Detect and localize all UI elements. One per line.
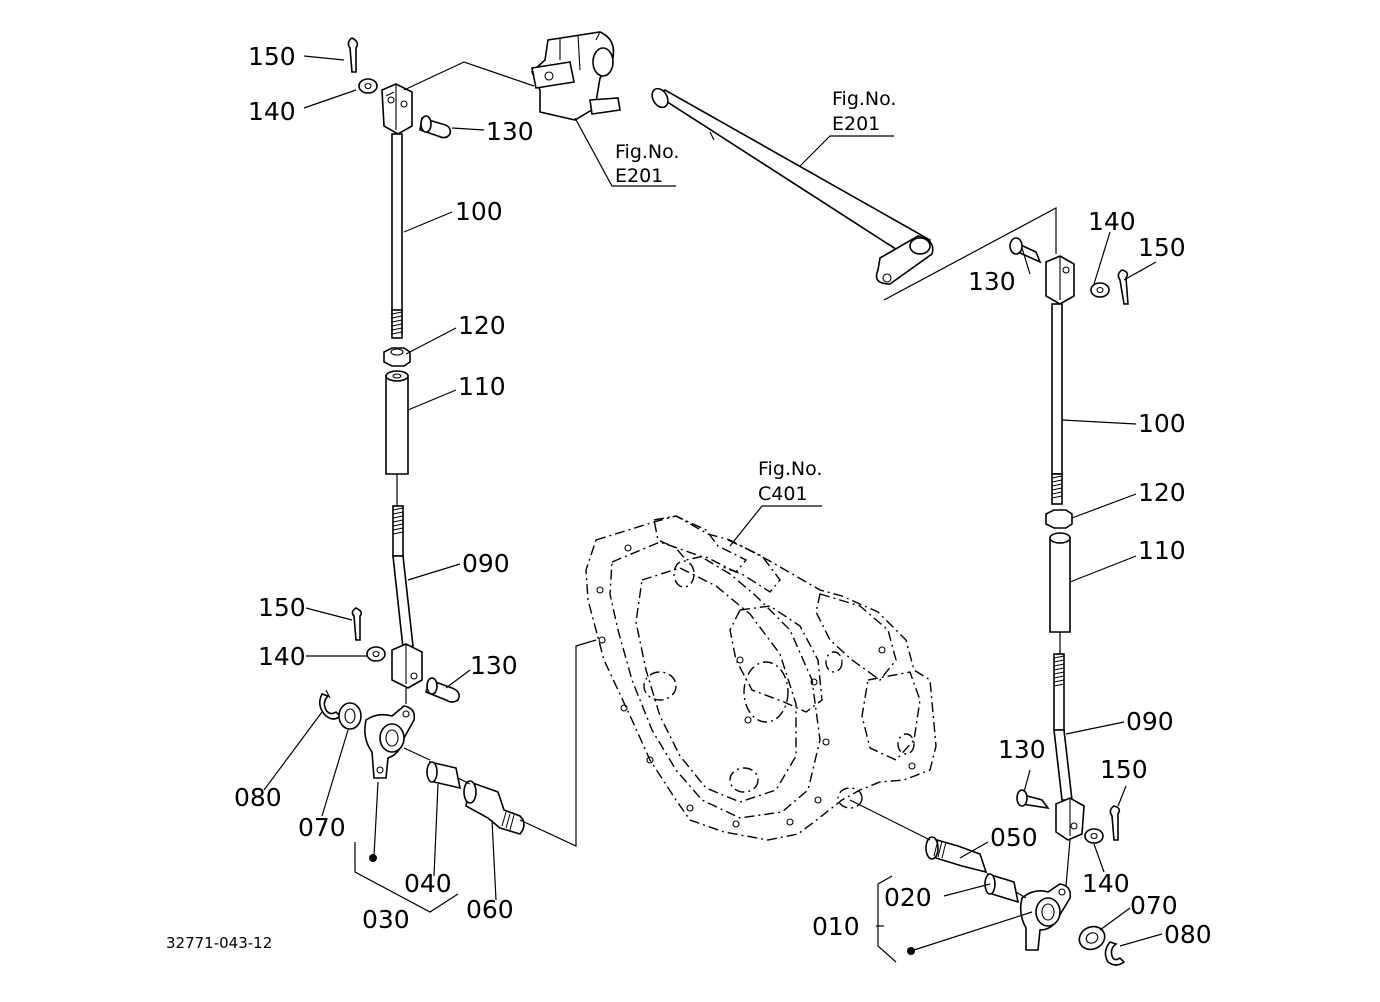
fig-ref-number-shaft: E201 xyxy=(832,113,880,135)
callout-090: 090 xyxy=(462,549,510,578)
callout-080: 080 xyxy=(1164,920,1212,949)
callout-080: 080 xyxy=(234,783,282,812)
left-callouts: 150 140 130 100 120 110 090 150 140 130 … xyxy=(234,42,534,934)
callout-140: 140 xyxy=(248,97,296,126)
fig-ref-number-housing: C401 xyxy=(758,483,808,505)
callout-130: 130 xyxy=(486,117,534,146)
callout-040: 040 xyxy=(404,869,452,898)
callout-100: 100 xyxy=(455,197,503,226)
callout-010: 010 xyxy=(812,912,860,941)
right-linkage-drawing xyxy=(907,237,1129,966)
callout-110: 110 xyxy=(458,372,506,401)
left-linkage-drawing xyxy=(318,37,525,862)
callout-150: 150 xyxy=(258,593,306,622)
callout-070: 070 xyxy=(298,813,346,842)
fig-ref-number-bracket: E201 xyxy=(615,165,663,187)
clutch-housing-drawing xyxy=(585,515,937,841)
callout-150: 150 xyxy=(248,42,296,71)
callout-120: 120 xyxy=(1138,478,1186,507)
left-rod-thread xyxy=(390,309,404,339)
callout-090: 090 xyxy=(1126,707,1174,736)
callout-060: 060 xyxy=(466,895,514,924)
callout-050: 050 xyxy=(990,823,1038,852)
callout-110: 110 xyxy=(1138,536,1186,565)
leader-lines xyxy=(263,55,1163,963)
callout-120: 120 xyxy=(458,311,506,340)
callout-020: 020 xyxy=(884,883,932,912)
callout-030: 030 xyxy=(362,905,410,934)
cross-shaft-drawing xyxy=(651,87,934,285)
callout-130: 130 xyxy=(470,651,518,680)
callout-140: 140 xyxy=(258,642,306,671)
assembly-dot-left xyxy=(369,854,377,862)
document-id: 32771-043-12 xyxy=(166,934,272,952)
callout-070: 070 xyxy=(1130,891,1178,920)
fig-ref-label-housing: Fig.No. xyxy=(758,458,822,480)
right-callouts: 140 150 130 100 120 110 090 130 150 050 … xyxy=(812,207,1212,949)
figure-references: Fig.No. E201 Fig.No. E201 Fig.No. C401 xyxy=(615,88,896,505)
callout-130: 130 xyxy=(968,267,1016,296)
upper-bracket-drawing xyxy=(531,31,621,121)
callout-150: 150 xyxy=(1100,755,1148,784)
fig-ref-label-bracket: Fig.No. xyxy=(615,141,679,163)
callout-100: 100 xyxy=(1138,409,1186,438)
assembly-dot-right xyxy=(907,947,915,955)
callout-140: 140 xyxy=(1088,207,1136,236)
fig-ref-label-shaft: Fig.No. xyxy=(832,88,896,110)
callout-150: 150 xyxy=(1138,233,1186,262)
callout-130: 130 xyxy=(998,735,1046,764)
callout-140: 140 xyxy=(1082,869,1130,898)
